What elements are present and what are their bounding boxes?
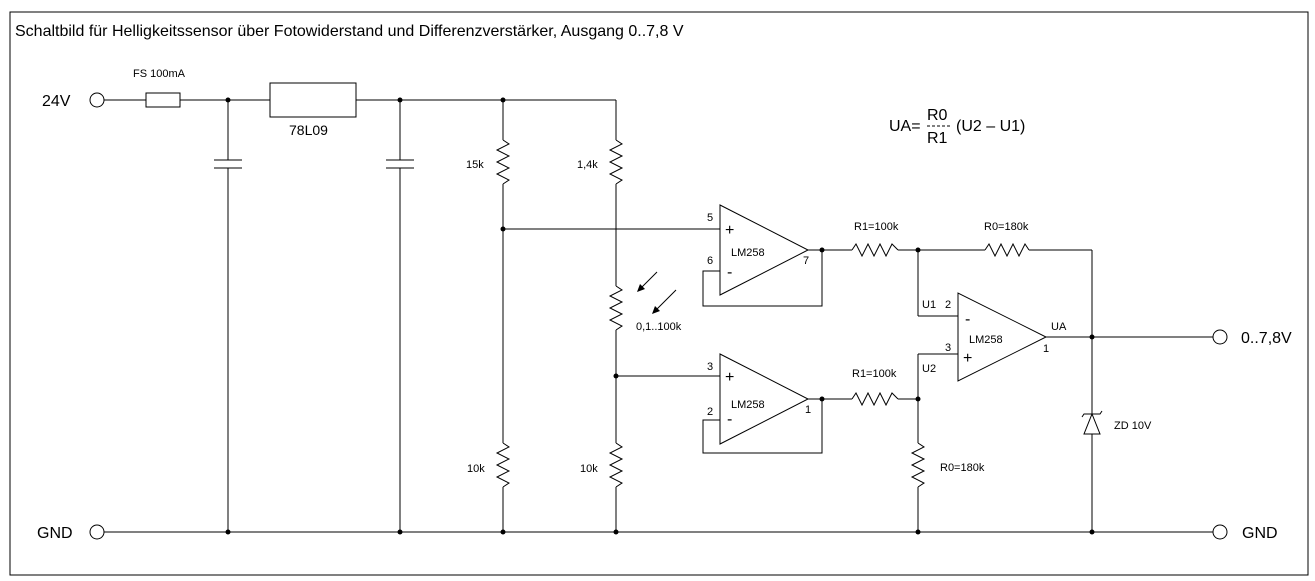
opamp-lower-pin1: 1 <box>805 404 811 416</box>
zener-label: ZD 10V <box>1114 420 1152 432</box>
capacitor-output <box>386 100 414 532</box>
opamp-upper-label: LM258 <box>731 247 765 259</box>
resistor-1-4k-label: 1,4k <box>577 159 598 171</box>
input-terminal-label: 24V <box>42 93 71 110</box>
gnd-left-label: GND <box>37 525 73 542</box>
node-ua-label: UA <box>1051 321 1067 333</box>
resistor-r1-lower-label: R1=100k <box>852 368 897 380</box>
diagram-title: Schaltbild für Helligkeitssensor über Fo… <box>15 23 684 40</box>
light-arrows-icon <box>637 271 677 314</box>
resistor-r0-lower-label: R0=180k <box>940 462 985 474</box>
zener-diode <box>1081 410 1103 435</box>
opamp-lower-minus-sign: - <box>727 411 732 428</box>
junction-dots <box>225 97 1095 535</box>
formula-lhs: UA= <box>889 118 921 135</box>
output-terminal <box>1212 329 1228 345</box>
opamp-upper-plus-sign: + <box>725 222 734 239</box>
opamp-diff-plus-sign: + <box>963 350 972 367</box>
opamp-lower-plus-sign: + <box>725 369 734 386</box>
resistor-r1-upper <box>851 242 899 258</box>
resistor-r0-upper <box>984 242 1030 258</box>
regulator-label: 78L09 <box>289 122 328 138</box>
opamp-lower <box>719 353 810 445</box>
resistor-r0-upper-label: R0=180k <box>984 221 1029 233</box>
input-terminal <box>89 92 105 108</box>
regulator-78l09 <box>269 82 357 118</box>
resistor-10k-left-label: 10k <box>467 463 485 475</box>
photoresistor-label: 0,1..100k <box>636 321 682 333</box>
opamp-lower-pin2: 2 <box>707 406 713 418</box>
opamp-upper-pin5: 5 <box>707 212 713 224</box>
fuse <box>145 92 181 108</box>
node-u2-label: U2 <box>922 363 936 375</box>
opamp-diff-pin1: 1 <box>1043 343 1049 355</box>
resistor-15k-label: 15k <box>466 159 484 171</box>
resistor-1-4k <box>608 139 624 185</box>
opamp-upper-minus-sign: - <box>727 264 732 281</box>
gnd-right-label: GND <box>1242 525 1278 542</box>
gnd-right-terminal <box>1212 524 1228 540</box>
opamp-diff-minus-sign: - <box>965 311 970 328</box>
formula-rhs: (U2 – U1) <box>956 118 1025 135</box>
opamp-lower-label: LM258 <box>731 399 765 411</box>
resistor-10k-right <box>608 442 624 488</box>
resistor-r0-lower <box>910 442 926 488</box>
gnd-left-terminal <box>89 524 105 540</box>
opamp-differential <box>957 292 1048 382</box>
opamp-diff-label: LM258 <box>969 334 1003 346</box>
formula-denominator: R1 <box>927 130 948 147</box>
fuse-label: FS 100mA <box>133 68 186 80</box>
resistor-r1-lower <box>851 391 899 407</box>
gain-formula: UA= R0 R1 (U2 – U1) <box>889 107 1025 147</box>
opamp-lower-pin3: 3 <box>707 361 713 373</box>
resistor-10k-right-label: 10k <box>580 463 598 475</box>
opamp-upper <box>719 204 810 296</box>
node-u1-label: U1 <box>922 299 936 311</box>
output-terminal-label: 0..7,8V <box>1241 330 1292 347</box>
formula-numerator: R0 <box>927 107 948 124</box>
resistor-10k-left <box>495 442 511 488</box>
opamp-upper-pin6: 6 <box>707 255 713 267</box>
photoresistor <box>608 285 624 331</box>
frame <box>9 11 1309 576</box>
opamp-upper-pin7: 7 <box>803 255 809 267</box>
opamp-diff-pin2: 2 <box>945 299 951 311</box>
resistor-15k <box>495 139 511 185</box>
opamp-diff-pin3: 3 <box>945 342 951 354</box>
capacitor-input <box>214 100 242 532</box>
resistor-r1-upper-label: R1=100k <box>854 221 899 233</box>
